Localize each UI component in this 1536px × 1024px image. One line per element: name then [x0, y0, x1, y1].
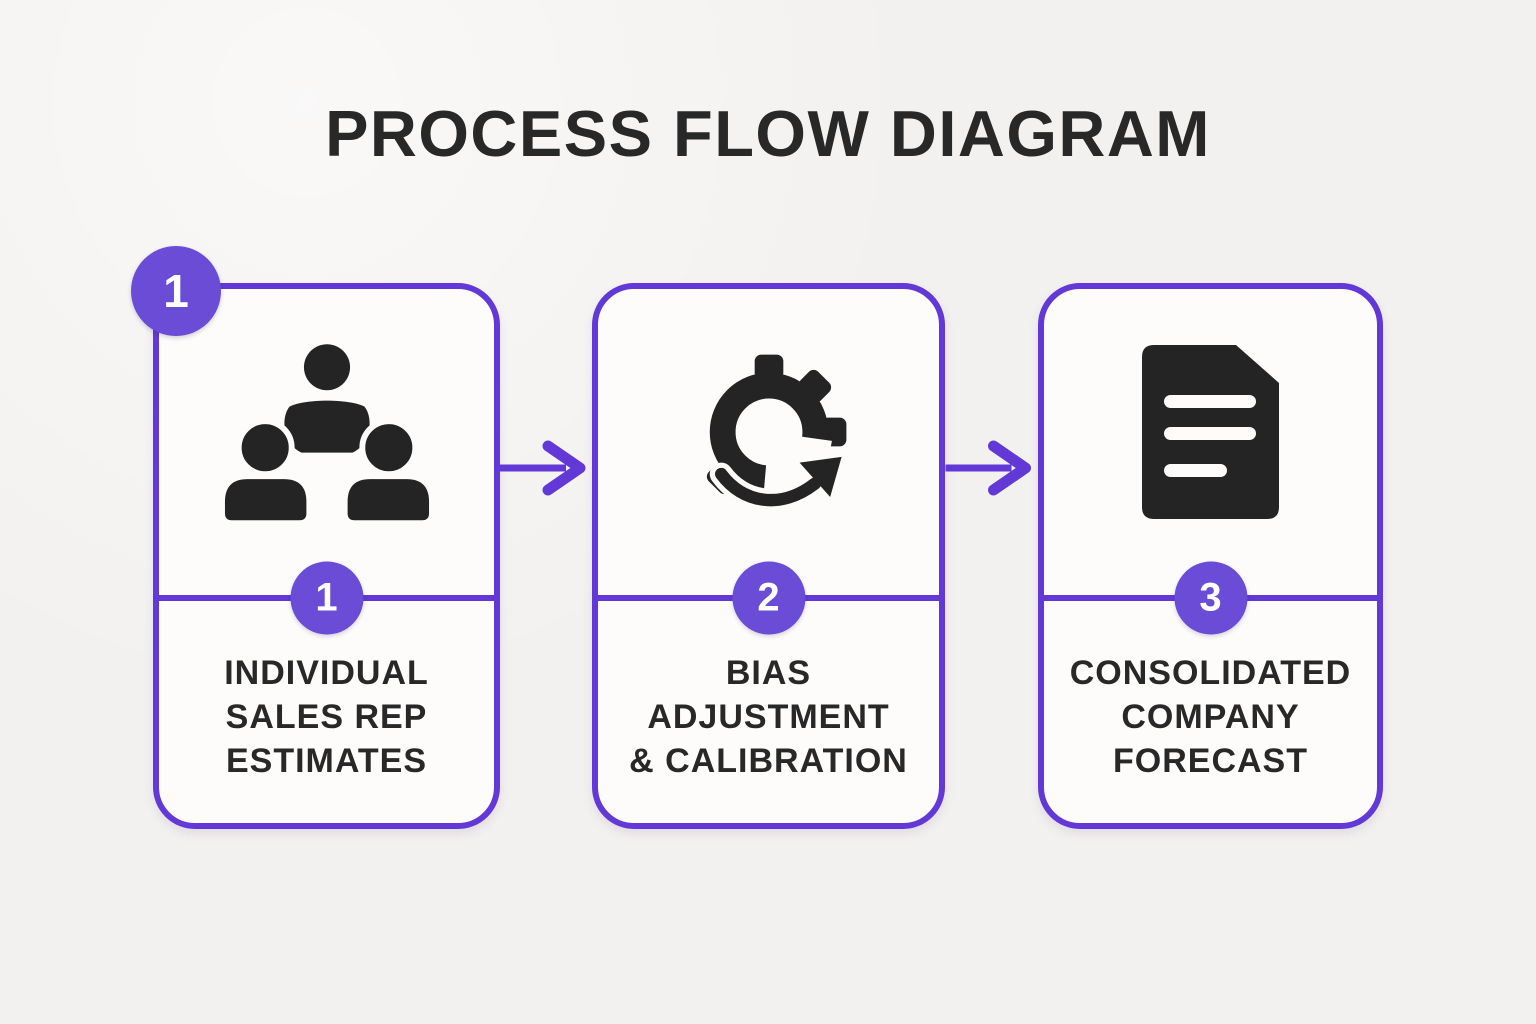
step-label-line: INDIVIDUAL [224, 654, 429, 692]
step-label-line: COMPANY [1121, 698, 1300, 736]
step-number-badge: 3 [1174, 561, 1247, 635]
corner-number-badge: 1 [131, 246, 221, 336]
step-label-line: FORECAST [1113, 742, 1308, 780]
people-group-icon [224, 344, 429, 521]
page-title: PROCESS FLOW DIAGRAM [325, 97, 1211, 170]
step-card-2: 2 BIAS ADJUSTMENT & CALIBRATION [592, 283, 945, 829]
corner-badge-number: 1 [163, 265, 189, 317]
step-label-line: ESTIMATES [225, 742, 428, 780]
step-label-line: BIAS [725, 654, 812, 692]
step-1-icon-area [159, 289, 494, 595]
step-card-3: 3 CONSOLIDATED COMPANY FORECAST [1038, 283, 1383, 829]
step-label: INDIVIDUAL SALES REP ESTIMATES [159, 651, 494, 783]
step-number-badge: 1 [290, 561, 363, 635]
step-label-line: ADJUSTMENT [647, 698, 890, 736]
step-2-icon-area [598, 289, 939, 595]
step-label: CONSOLIDATED COMPANY FORECAST [1044, 651, 1377, 783]
step-number: 1 [315, 575, 338, 620]
step-3-icon-area [1044, 289, 1377, 595]
step-label-line: SALES REP [225, 698, 428, 736]
step-card-1: 1 1 INDIVIDUAL SALES REP ESTIMATES [131, 246, 500, 829]
step-label-line: CONSOLIDATED [1069, 654, 1352, 692]
flow-arrow-icon [945, 440, 1031, 496]
step-number: 2 [757, 575, 780, 620]
document-icon [1142, 345, 1279, 519]
step-label: BIAS ADJUSTMENT & CALIBRATION [598, 651, 939, 783]
step-number-badge: 2 [732, 561, 805, 635]
step-label-line: & CALIBRATION [629, 742, 908, 780]
flow-arrow-icon [500, 440, 586, 496]
gear-sync-icon [706, 354, 846, 512]
step-number: 3 [1199, 575, 1222, 620]
